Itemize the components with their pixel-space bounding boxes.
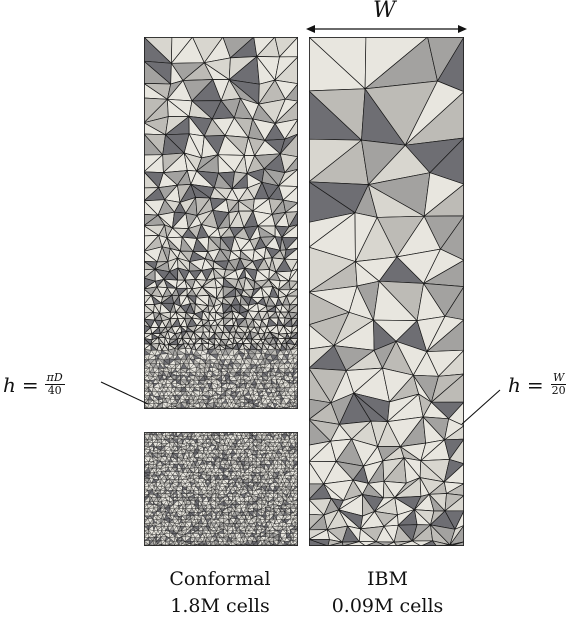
ibm-cell-size-label: h = W 20: [508, 371, 567, 397]
conformal-caption-cells: 1.8M cells: [170, 595, 270, 617]
conformal-caption-title: Conformal: [169, 568, 271, 590]
conformal-mesh-lower: [144, 432, 298, 546]
mesh-border: [144, 37, 298, 409]
conformal-leader-line: [100, 381, 149, 405]
conformal-cell-size-label: h = πD 40: [3, 371, 65, 397]
ibm-leader-line: [461, 389, 501, 425]
fraction: πD 40: [44, 371, 65, 397]
width-label: W: [373, 0, 396, 23]
conformal-caption: Conformal 1.8M cells: [140, 566, 300, 620]
conformal-mesh-upper: [144, 37, 298, 409]
ibm-caption-cells: 0.09M cells: [331, 595, 444, 617]
ibm-caption: IBM 0.09M cells: [310, 566, 465, 620]
fraction: W 20: [551, 371, 567, 397]
ibm-caption-title: IBM: [367, 568, 408, 590]
ibm-mesh: [309, 37, 464, 546]
width-arrow: [306, 25, 467, 33]
